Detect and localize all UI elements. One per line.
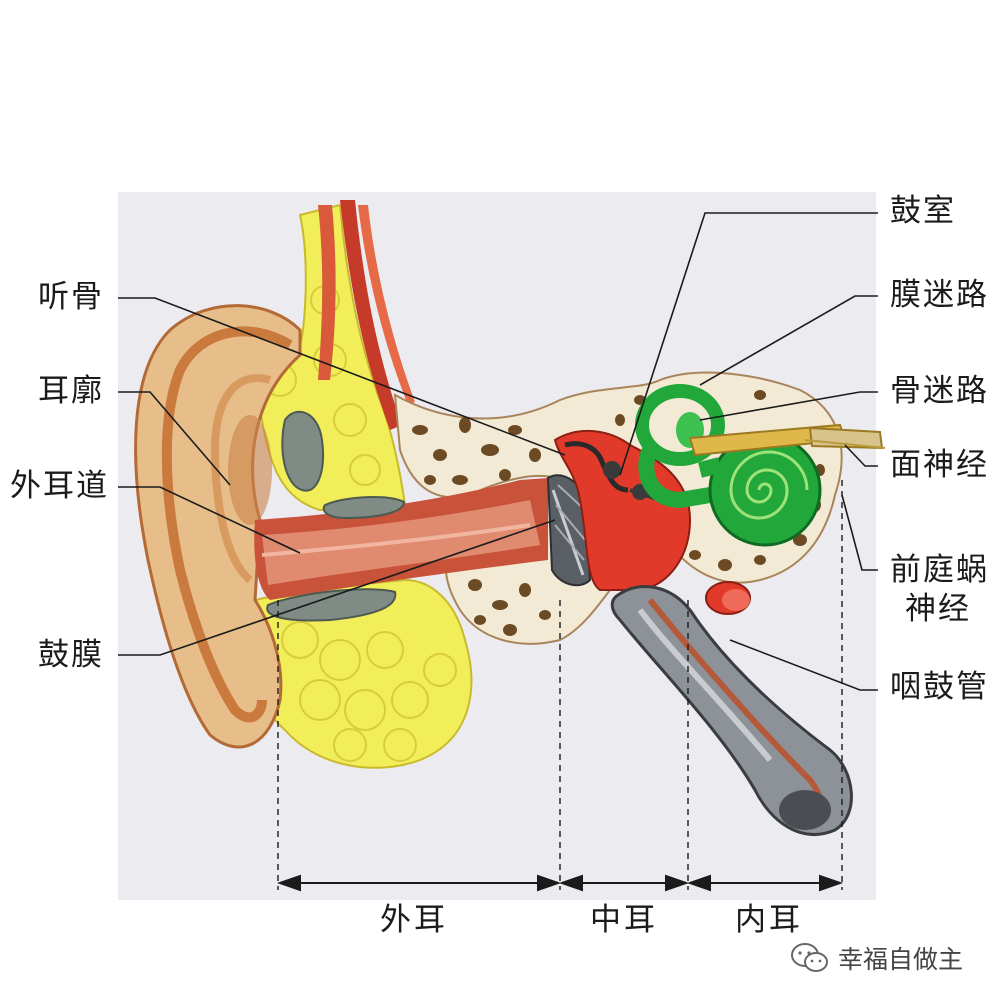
label-eustachian-tube: 咽鼓管	[890, 669, 989, 705]
wechat-icon	[791, 943, 828, 972]
label-tympanic-cavity: 鼓室	[890, 193, 956, 229]
section-dividers	[277, 480, 843, 890]
label-membranous-labyrinth: 膜迷路	[890, 277, 989, 313]
cartilage-sections	[266, 410, 406, 622]
section-label-inner-ear: 内耳	[735, 902, 803, 938]
leader-lines	[118, 212, 878, 691]
section-arrows	[276, 874, 844, 892]
label-auricle: 耳廓	[38, 373, 104, 409]
label-vestibulocochlear-line2: 神经	[905, 591, 971, 627]
skin-layers	[318, 200, 415, 430]
section-label-middle-ear: 中耳	[590, 902, 658, 938]
label-ear-canal: 外耳道	[10, 468, 109, 504]
section-label-outer-ear: 外耳	[380, 902, 448, 938]
watermark-text: 幸福自做主	[838, 945, 964, 974]
label-ossicles: 听骨	[38, 279, 104, 315]
round-vessel	[705, 581, 751, 615]
label-bony-labyrinth: 骨迷路	[890, 373, 989, 409]
labyrinth	[635, 384, 822, 547]
label-vestibulocochlear-line1: 前庭蜗	[890, 552, 989, 588]
nerves	[688, 423, 886, 457]
label-eardrum: 鼓膜	[38, 637, 104, 673]
ear-canal	[254, 478, 548, 600]
label-facial-nerve: 面神经	[890, 447, 989, 483]
eustachian-tube	[610, 585, 853, 836]
watermark: 幸福自做主	[790, 940, 963, 976]
auricle	[134, 304, 302, 749]
